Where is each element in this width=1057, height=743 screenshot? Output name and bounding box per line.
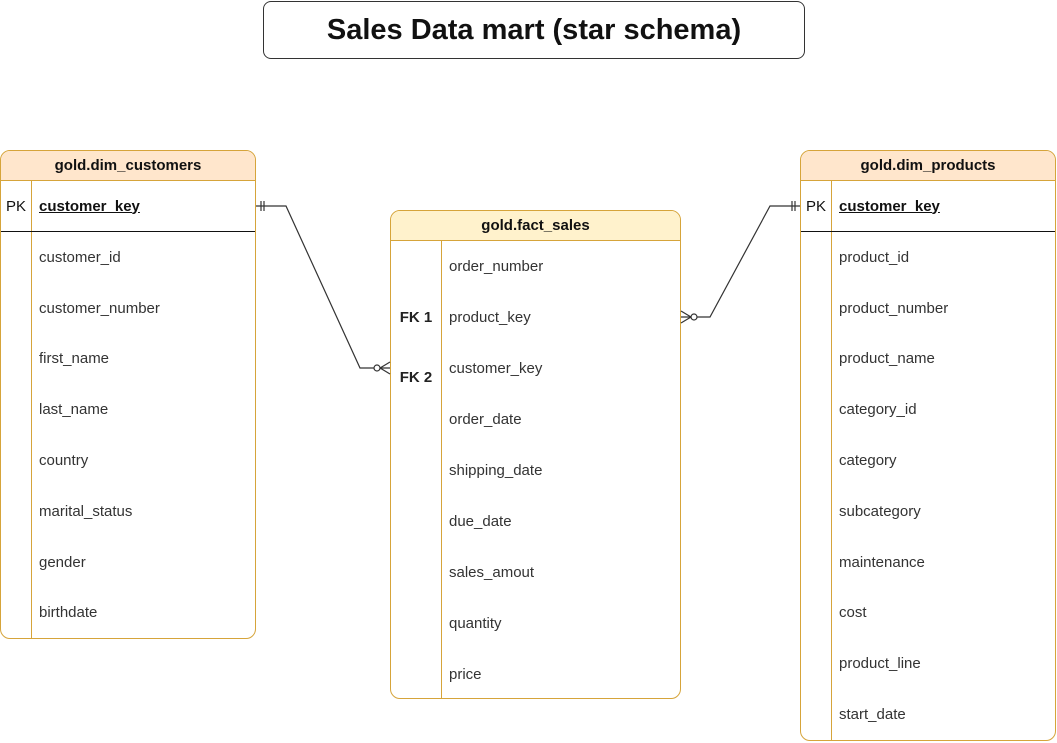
field-row[interactable]: shipping_date: [391, 445, 680, 496]
field-name: country: [39, 452, 89, 470]
pk-label: PK: [5, 197, 26, 215]
connector-products-fact: [681, 205, 800, 318]
field-row[interactable]: customer_id: [1, 232, 255, 283]
zero-mark: [373, 364, 381, 372]
connector-customers-fact: [256, 205, 390, 369]
field-name: start_date: [839, 706, 906, 724]
field-name: customer_id: [39, 248, 121, 266]
field-row[interactable]: order_date: [391, 394, 680, 445]
key-column: [801, 181, 832, 740]
table-dim-products[interactable]: gold.dim_products PK customer_key produc…: [800, 150, 1056, 741]
field-row[interactable]: country: [1, 435, 255, 486]
field-row[interactable]: subcategory: [801, 486, 1055, 537]
key-column: [1, 181, 32, 638]
pk-field: customer_key: [39, 197, 140, 215]
field-name: category_id: [839, 401, 917, 419]
field-name: subcategory: [839, 502, 921, 520]
field-row[interactable]: price: [391, 649, 680, 698]
table-header[interactable]: gold.dim_customers: [1, 151, 255, 181]
field-row[interactable]: category: [801, 435, 1055, 486]
field-name: first_name: [39, 350, 110, 368]
field-row[interactable]: due_date: [391, 496, 680, 547]
field-name: gender: [39, 553, 86, 571]
zero-mark: [690, 313, 698, 321]
field-name: product_name: [839, 350, 935, 368]
field-name: birthdate: [39, 604, 98, 622]
diagram-title: Sales Data mart (star schema): [263, 1, 805, 59]
field-name: customer_number: [39, 299, 160, 317]
field-name: product_line: [839, 655, 921, 673]
field-name: marital_status: [39, 502, 133, 520]
field-name: due_date: [449, 513, 512, 530]
field-row[interactable]: category_id: [801, 384, 1055, 435]
field-name: order_date: [449, 411, 522, 428]
field-name: price: [449, 666, 482, 683]
pk-row[interactable]: PK customer_key: [801, 181, 1055, 232]
field-row[interactable]: product_id: [801, 232, 1055, 283]
field-name: shipping_date: [449, 462, 543, 479]
field-name: maintenance: [839, 553, 925, 571]
field-row[interactable]: FK 1 product_key: [391, 292, 680, 343]
key-column: [391, 241, 442, 698]
field-row[interactable]: customer_number: [1, 283, 255, 334]
field-name: product_id: [839, 248, 910, 266]
table-fact-sales[interactable]: gold.fact_sales order_number FK 1 product…: [390, 210, 681, 699]
field-row[interactable]: product_name: [801, 334, 1055, 385]
field-row[interactable]: quantity: [391, 598, 680, 649]
fk-label: FK 2: [399, 369, 433, 386]
table-header[interactable]: gold.fact_sales: [391, 211, 680, 241]
field-row[interactable]: product_number: [801, 283, 1055, 334]
field-row[interactable]: cost: [801, 588, 1055, 639]
field-row[interactable]: marital_status: [1, 486, 255, 537]
pk-label: PK: [805, 197, 826, 215]
crow-foot-mark: [379, 361, 391, 369]
field-name: customer_key: [449, 360, 543, 377]
field-name: cost: [839, 604, 867, 622]
field-row[interactable]: FK 2 customer_key: [391, 343, 680, 394]
field-name: product_key: [449, 309, 531, 326]
field-row[interactable]: start_date: [801, 689, 1055, 740]
pk-row[interactable]: PK customer_key: [1, 181, 255, 232]
pk-field: customer_key: [839, 197, 940, 215]
fk-label: FK 1: [399, 309, 433, 326]
field-name: category: [839, 452, 897, 470]
field-row[interactable]: order_number: [391, 241, 680, 292]
field-name: last_name: [39, 401, 109, 419]
field-name: sales_amout: [449, 564, 535, 581]
table-header[interactable]: gold.dim_products: [801, 151, 1055, 181]
field-name: product_number: [839, 299, 949, 317]
crow-foot-mark: [680, 316, 692, 324]
field-row[interactable]: sales_amout: [391, 547, 680, 598]
table-dim-customers[interactable]: gold.dim_customers PK customer_key custo…: [0, 150, 256, 639]
field-name: quantity: [449, 615, 502, 632]
field-row[interactable]: last_name: [1, 384, 255, 435]
field-name: order_number: [449, 258, 544, 275]
field-row[interactable]: gender: [1, 537, 255, 588]
field-row[interactable]: birthdate: [1, 588, 255, 638]
field-row[interactable]: first_name: [1, 334, 255, 385]
field-row[interactable]: product_line: [801, 638, 1055, 689]
crow-foot-mark: [379, 367, 391, 375]
field-row[interactable]: maintenance: [801, 537, 1055, 588]
crow-foot-mark: [680, 310, 692, 318]
